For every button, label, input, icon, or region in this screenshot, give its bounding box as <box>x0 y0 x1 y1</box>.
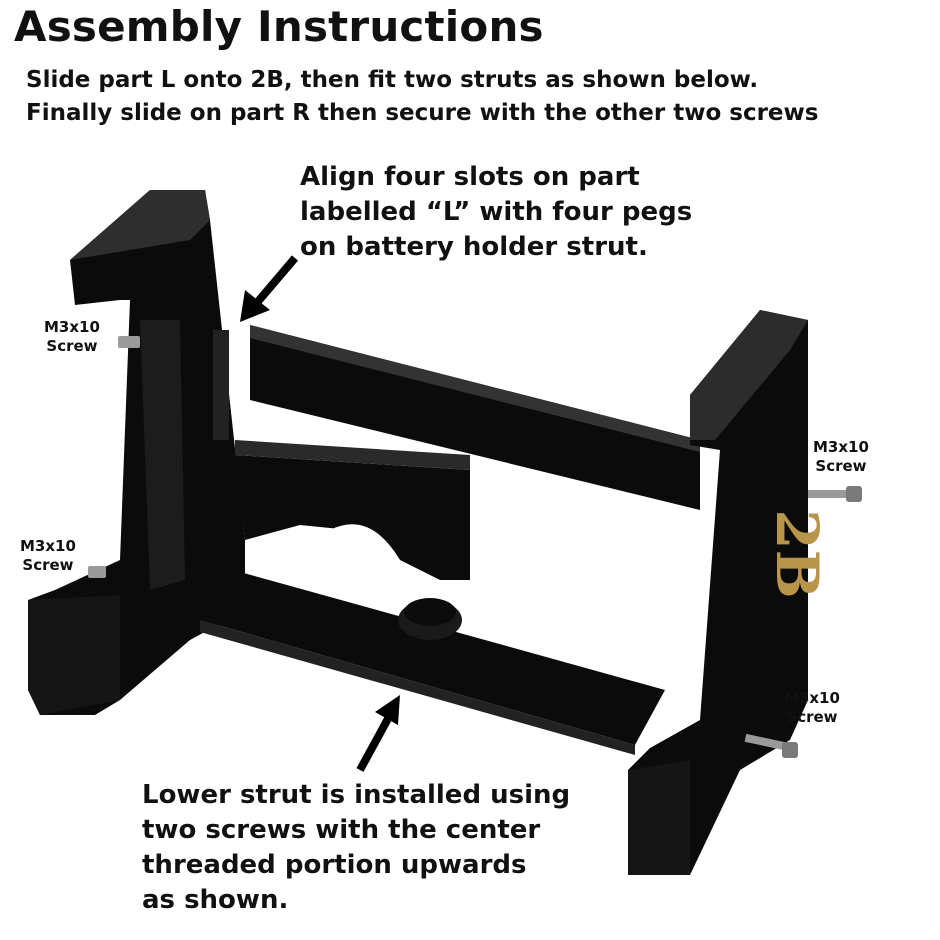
screw-label-type: Screw <box>22 556 74 574</box>
callout-bottom-line-1: Lower strut is installed using <box>142 780 571 810</box>
screw-label-type: Screw <box>786 708 838 726</box>
screw-label-size: M3x10 <box>44 318 100 336</box>
instructions-text: Slide part L onto 2B, then fit two strut… <box>26 64 818 130</box>
callout-bottom-line-3: threaded portion upwards <box>142 850 527 880</box>
upper-strut <box>235 325 700 580</box>
screw-label-type: Screw <box>815 457 867 475</box>
part-2b-marking: 2B <box>763 509 831 599</box>
screw-label-2: M3x10 Screw <box>20 537 76 575</box>
screw-4-icon <box>744 733 798 758</box>
instruction-line-1: Slide part L onto 2B, then fit two strut… <box>26 67 759 93</box>
part-l <box>28 190 245 715</box>
screw-label-3: M3x10 Screw <box>813 438 869 476</box>
callout-top-line-3: on battery holder strut. <box>300 232 648 262</box>
callout-lower-strut: Lower strut is installed using two screw… <box>142 778 570 918</box>
callout-top-line-2: labelled “L” with four pegs <box>300 197 693 227</box>
screw-label-type: Screw <box>46 337 98 355</box>
screw-1-icon <box>118 336 140 348</box>
instruction-line-2: Finally slide on part R then secure with… <box>26 100 819 126</box>
callout-bottom-line-4: as shown. <box>142 885 289 915</box>
screw-label-size: M3x10 <box>813 438 869 456</box>
part-2b <box>628 310 808 875</box>
screw-label-size: M3x10 <box>784 689 840 707</box>
screw-label-size: M3x10 <box>20 537 76 555</box>
screw-3-icon <box>808 486 862 502</box>
lower-strut <box>200 572 665 755</box>
screw-2-icon <box>88 566 106 578</box>
callout-bottom-line-2: two screws with the center <box>142 815 541 845</box>
callout-top-line-1: Align four slots on part <box>300 162 640 192</box>
arrow-to-lower-strut-icon <box>356 695 400 772</box>
arrow-to-part-l-icon <box>240 255 299 322</box>
page-title: Assembly Instructions <box>14 2 544 51</box>
screw-label-4: M3x10 Screw <box>784 689 840 727</box>
screw-label-1: M3x10 Screw <box>44 318 100 356</box>
callout-part-l: Align four slots on part labelled “L” wi… <box>300 160 692 265</box>
